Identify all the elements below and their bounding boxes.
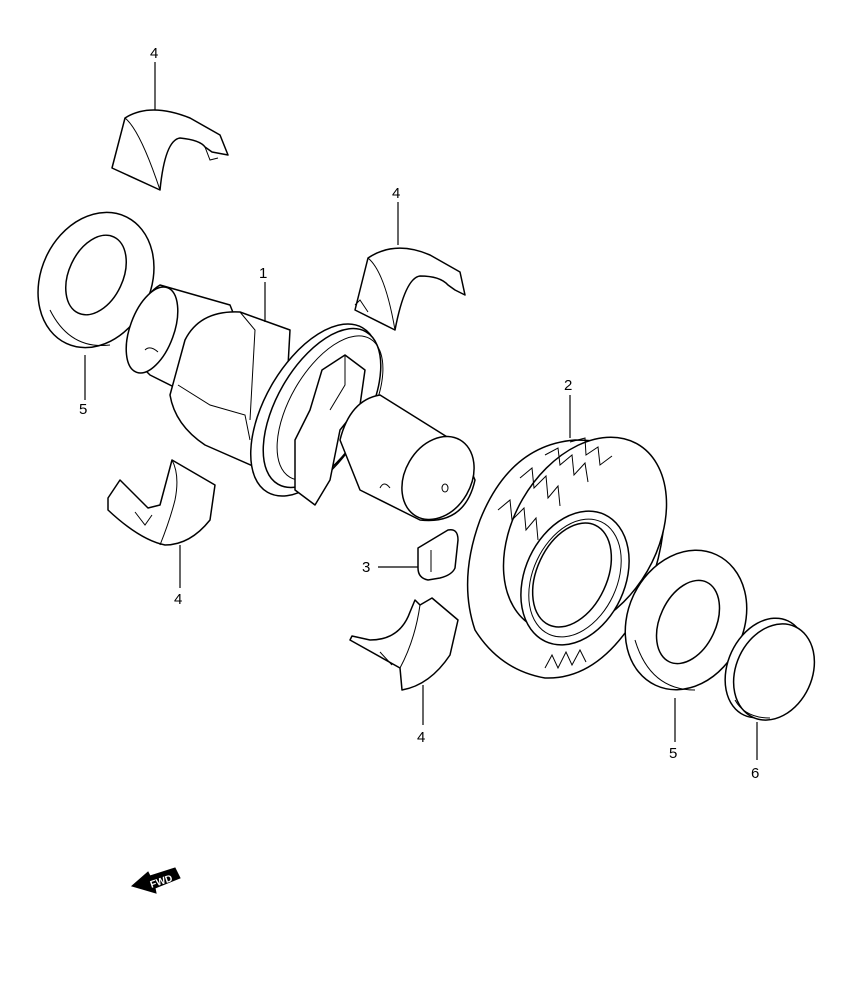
thrust-washer-left <box>37 211 155 400</box>
woodruff-key <box>378 528 459 581</box>
fwd-arrow-icon: FWD <box>130 867 181 894</box>
balancer-gear <box>466 395 668 679</box>
callout-1: 1 <box>259 265 267 282</box>
callout-4-bottom: 4 <box>417 729 425 746</box>
end-cap <box>724 617 816 760</box>
callout-3: 3 <box>362 559 370 576</box>
bearing-half-top <box>111 62 229 191</box>
callout-4-mid: 4 <box>392 185 400 202</box>
bearing-half-mid <box>354 202 466 331</box>
callout-4-top: 4 <box>150 45 158 62</box>
callout-6: 6 <box>751 765 759 782</box>
bearing-half-bottom <box>349 597 459 725</box>
bearing-half-left <box>107 459 216 588</box>
callout-5-left: 5 <box>79 401 87 418</box>
thrust-washer-right <box>624 549 748 742</box>
callout-2: 2 <box>564 377 572 394</box>
callout-5-right: 5 <box>669 745 677 762</box>
callout-4-left: 4 <box>174 591 182 608</box>
balancer-shaft <box>125 282 476 522</box>
